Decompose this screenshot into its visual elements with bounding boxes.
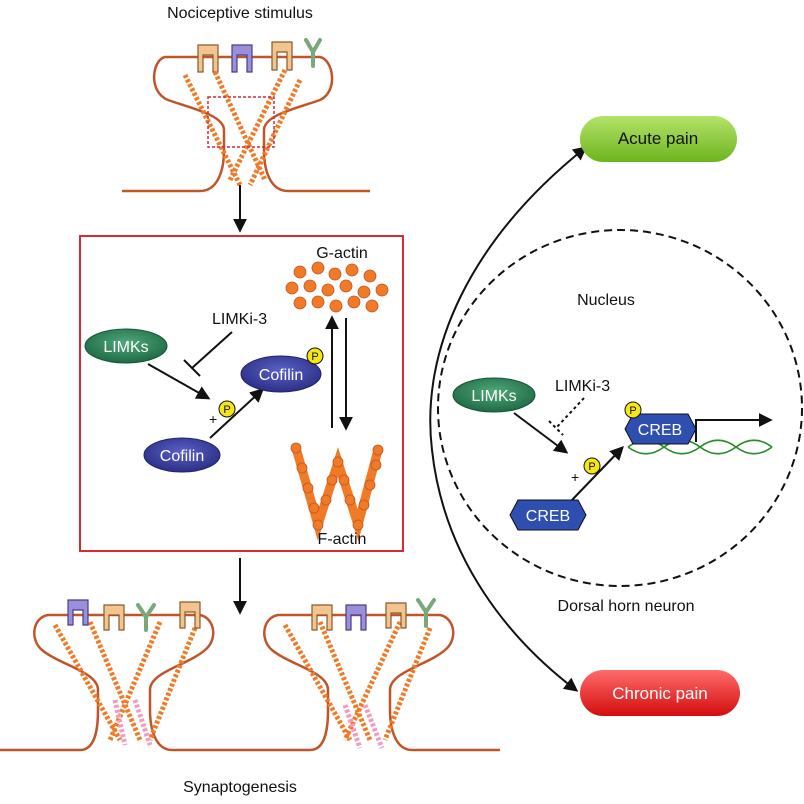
creb-node-label: CREB [526, 508, 570, 525]
receptor-orange-icon [197, 44, 219, 73]
limki3-label: LIMKi-3 [212, 311, 267, 328]
f-actin-label: F-actin [318, 531, 367, 548]
transcription-arrow [695, 413, 773, 442]
phospho-cofilin-label: Cofilin [259, 367, 303, 384]
top-spine-membrane [122, 55, 370, 193]
nucleus-phosphate-circle [583, 457, 601, 475]
plus-sign-nucleus: + [571, 469, 579, 485]
phospho-creb-phosphate [624, 401, 642, 419]
nociceptive-stimulus-label: Nociceptive stimulus [167, 5, 313, 22]
phospho-cofilin-phosphate-label: P [311, 351, 318, 363]
g-actin-label: G-actin [316, 245, 368, 262]
g-actin-beads [285, 261, 389, 313]
nucleus-phosphate-label: P [588, 461, 595, 473]
receptor-orange-icon [103, 604, 125, 631]
neuron-boundary-arc [429, 146, 588, 692]
receptor-purple-icon [67, 599, 89, 626]
f-actin-beads [290, 442, 384, 531]
chronic-pain-label: Chronic pain [612, 684, 707, 703]
limki3-nucleus-label: LIMKi-3 [555, 378, 610, 395]
phospho-cofilin-phosphate [306, 347, 324, 365]
phospho-creb-phosphate-label: P [629, 405, 636, 417]
phospho-cofilin-node [240, 355, 322, 393]
receptor-y-icon [416, 598, 436, 628]
bottom-left-spine [0, 599, 230, 752]
limks-nucleus-label: LIMKs [471, 388, 516, 405]
limks-node [84, 328, 168, 364]
phospho-creb-label: CREB [638, 422, 682, 439]
dorsal-horn-neuron-label: Dorsal horn neuron [558, 598, 695, 615]
zoom-region-box [207, 96, 275, 148]
creb-node [509, 499, 587, 531]
receptor-orange-icon [271, 41, 293, 71]
receptor-purple-icon [231, 44, 253, 73]
phosphate-label: P [223, 404, 230, 416]
cofilin-node [143, 437, 221, 473]
red-frame [79, 235, 404, 552]
limks-to-reaction-arrow [147, 363, 211, 400]
acute-pain-label: Acute pain [618, 129, 698, 148]
nucleus-boundary [437, 229, 803, 587]
receptor-purple-icon [345, 604, 367, 631]
limki3-nucleus-inhibition [548, 397, 585, 436]
limks-nucleus-node [452, 377, 536, 413]
limks-nucleus-arrow [513, 412, 569, 454]
creb-phosphorylation-arrow [571, 445, 624, 501]
receptor-orange-icon [385, 602, 407, 629]
plus-sign: + [209, 411, 217, 427]
bottom-right-spine [230, 598, 500, 752]
limki3-inhibition-line [183, 331, 233, 377]
receptor-y-icon [136, 603, 156, 632]
chronic-pain-badge: Chronic pain [580, 670, 740, 716]
receptor-orange-icon [311, 604, 333, 631]
phosphorylation-arrow [209, 388, 265, 439]
limks-node-label: LIMKs [103, 339, 148, 356]
top-receptors [197, 38, 322, 73]
receptor-y-icon [304, 38, 322, 68]
cofilin-node-label: Cofilin [160, 448, 204, 465]
cofilin-pathway-box: G-actin F-actin LIMKi-3 LIMKs Cofilin + … [79, 235, 404, 552]
top-dendritic-spine: Nociceptive stimulus [122, 5, 370, 233]
phosphate-circle [218, 400, 236, 418]
nucleus-label: Nucleus [577, 292, 635, 309]
synaptogenesis-label: Synaptogenesis [183, 779, 297, 796]
receptor-orange-icon [179, 601, 201, 629]
top-spine-actin [182, 68, 303, 187]
acute-pain-badge: Acute pain [580, 116, 737, 162]
